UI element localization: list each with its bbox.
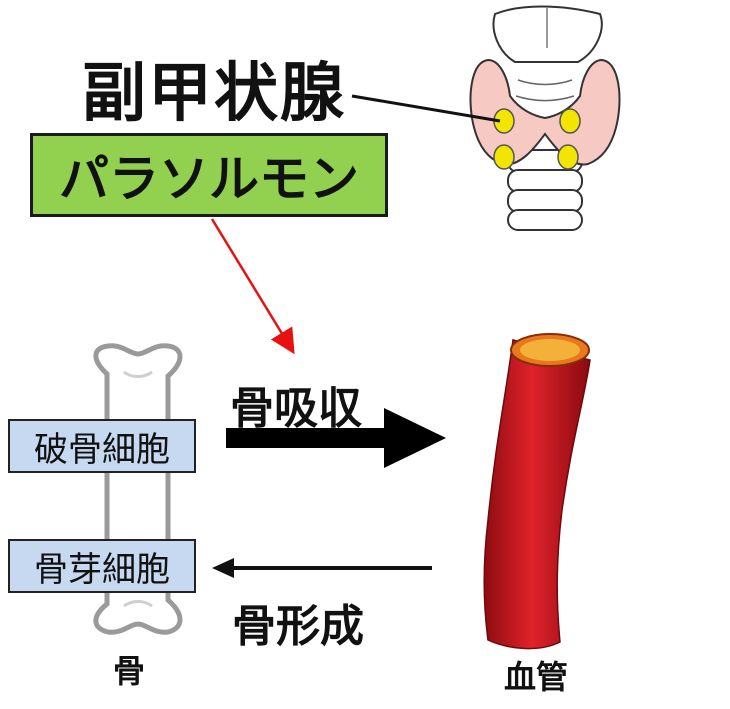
vessel-label: 血管 [504,658,569,696]
parathyroid-glands [493,108,581,170]
diagram-title: 副甲状腺 [82,57,346,131]
stimulus-arrow [210,218,295,355]
formation-label: 骨形成 [232,601,364,652]
hormone-box: パラソルモン [30,133,388,217]
title-leader-line [351,94,501,123]
bone-label: 骨 [113,652,146,690]
osteoblast-box: 骨芽細胞 [8,539,196,593]
blood-vessel-illustration [483,333,591,650]
osteoclast-box: 破骨細胞 [8,419,196,473]
formation-arrow-head [212,558,234,578]
resorption-label: 骨吸収 [230,383,362,434]
thyroid-illustration [469,5,621,231]
resorption-arrow [226,408,446,468]
thyroid-gland [469,58,621,166]
